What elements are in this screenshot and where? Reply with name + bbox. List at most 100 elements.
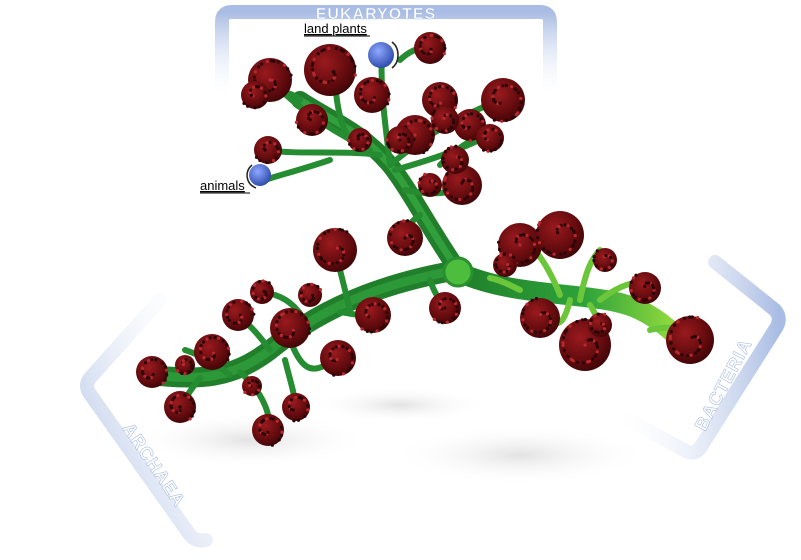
cluster-speck (431, 112, 435, 116)
cluster-speck (493, 88, 497, 92)
cluster-speck (420, 49, 424, 53)
cluster-speck (460, 121, 464, 125)
cluster-speck (346, 139, 350, 143)
cluster-speck (361, 147, 365, 151)
cluster-speck (345, 346, 349, 350)
taxon-cluster (136, 356, 168, 388)
cluster-speck (528, 236, 533, 240)
cluster-speck (588, 321, 593, 326)
cluster-speck (543, 311, 547, 315)
cluster-speck (437, 35, 441, 40)
cluster-speck (221, 339, 225, 343)
cluster-speck (643, 284, 647, 288)
cluster-speck (531, 238, 535, 242)
cluster-speck (275, 320, 279, 324)
cluster-speck (538, 330, 542, 334)
cluster-speck (205, 337, 209, 341)
cluster-speck (188, 417, 192, 421)
cluster-speck (395, 246, 399, 250)
cluster-speck (493, 147, 497, 152)
cluster-speck (308, 299, 312, 303)
cluster-speck (307, 327, 312, 331)
cluster-speck (385, 311, 389, 315)
cluster-speck (522, 308, 526, 312)
cluster-speck (430, 191, 434, 195)
cluster-speck (410, 235, 414, 239)
cluster-speck (438, 85, 442, 89)
cluster-speck (647, 281, 651, 285)
cluster-speck (489, 149, 493, 153)
cluster-speck (141, 372, 145, 376)
cluster-speck (263, 290, 267, 294)
cluster-speck (383, 307, 387, 311)
cluster-speck (279, 425, 283, 429)
cluster-speck (409, 120, 413, 124)
cluster-speck (676, 320, 680, 324)
cluster-speck (499, 253, 503, 257)
cluster-speck (492, 118, 496, 122)
cluster-speck (518, 243, 522, 247)
cluster-speck (418, 177, 422, 181)
cluster-speck (501, 84, 505, 88)
cluster-speck (187, 370, 191, 374)
cluster-speck (675, 350, 679, 354)
cluster-speck (363, 81, 367, 85)
cluster-speck (307, 132, 312, 136)
cluster-speck (491, 95, 495, 99)
cluster-speck (375, 329, 379, 333)
cluster-speck (262, 143, 266, 147)
cluster-speck (365, 306, 369, 310)
cluster-speck (457, 155, 461, 159)
cluster-speck (440, 321, 444, 325)
cluster-speck (445, 320, 449, 324)
cluster-speck (322, 80, 326, 84)
cluster-speck (299, 312, 304, 316)
cluster-speck (446, 191, 450, 195)
cluster-speck (353, 64, 357, 68)
cluster-speck (467, 125, 471, 129)
cluster-speck (580, 318, 585, 322)
cluster-speck (208, 336, 212, 340)
cluster-speck (143, 361, 147, 365)
cluster-speck (180, 371, 184, 375)
cluster-speck (260, 62, 264, 66)
cluster-speck (595, 249, 599, 253)
cluster-speck (183, 372, 187, 376)
cluster-speck (187, 395, 191, 399)
cluster-speck (603, 267, 607, 271)
cluster-speck (566, 224, 570, 228)
cluster-speck (422, 120, 426, 124)
cluster-speck (140, 366, 145, 370)
cluster-speck (454, 96, 458, 100)
cluster-speck (442, 182, 446, 186)
cluster-speck (559, 252, 563, 256)
taxon-cluster (304, 44, 356, 96)
cluster-speck (387, 144, 391, 149)
cluster-speck (225, 313, 229, 317)
cluster-speck (259, 86, 263, 90)
cluster-speck (261, 279, 265, 283)
cluster-speck (594, 264, 599, 268)
cluster-speck (517, 91, 521, 95)
cluster-speck (432, 109, 436, 113)
cluster-speck (232, 300, 236, 304)
cluster-speck (375, 79, 380, 83)
cluster-speck (178, 409, 182, 413)
cluster-speck (360, 85, 364, 89)
cluster-speck (429, 50, 433, 54)
cluster-speck (442, 160, 446, 164)
cluster-speck (504, 83, 508, 87)
cluster-speck (458, 164, 462, 169)
cluster-speck (669, 341, 673, 345)
cluster-speck (347, 348, 351, 352)
cluster-speck (275, 419, 279, 423)
cluster-speck (198, 346, 203, 351)
cluster-speck (537, 223, 541, 227)
cluster-speck (458, 197, 462, 202)
cluster-speck (669, 330, 673, 334)
cluster-speck (586, 338, 590, 342)
cluster-speck (345, 230, 349, 234)
cluster-speck (297, 395, 301, 400)
cluster-speck (335, 261, 339, 265)
cluster-speck (548, 317, 552, 321)
